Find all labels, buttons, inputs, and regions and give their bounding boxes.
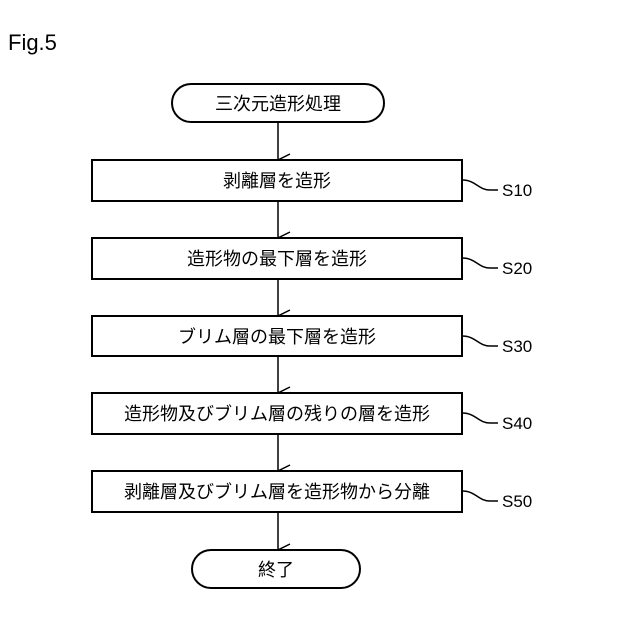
- step-id-label: S10: [502, 181, 532, 200]
- step-id-label: S50: [502, 492, 532, 511]
- step-id-label: S30: [502, 337, 532, 356]
- step-id-leader: [462, 336, 498, 346]
- end-label: 終了: [258, 560, 294, 581]
- step-id-label: S20: [502, 259, 532, 278]
- step-id-leader: [462, 491, 498, 501]
- step-label: 剥離層及びブリム層を造形物から分離: [124, 481, 430, 503]
- step-label: 造形物の最下層を造形: [187, 249, 367, 270]
- process-step-s40: 造形物及びブリム層の残りの層を造形 S40: [92, 393, 532, 434]
- step-id-leader: [462, 180, 498, 190]
- step-id-leader: [462, 413, 498, 423]
- process-step-s30: ブリム層の最下層を造形 S30: [92, 316, 532, 356]
- step-id-label: S40: [502, 414, 532, 433]
- end-terminal: 終了: [192, 550, 360, 588]
- start-terminal: 三次元造形処理: [172, 84, 384, 122]
- process-step-s10: 剥離層を造形 S10: [92, 160, 532, 201]
- step-id-leader: [462, 258, 498, 268]
- process-step-s50: 剥離層及びブリム層を造形物から分離 S50: [92, 471, 532, 512]
- step-label: ブリム層の最下層を造形: [178, 326, 376, 348]
- process-step-s20: 造形物の最下層を造形 S20: [92, 238, 532, 279]
- step-label: 剥離層を造形: [223, 171, 331, 192]
- start-label: 三次元造形処理: [215, 94, 341, 115]
- step-label: 造形物及びブリム層の残りの層を造形: [124, 403, 430, 425]
